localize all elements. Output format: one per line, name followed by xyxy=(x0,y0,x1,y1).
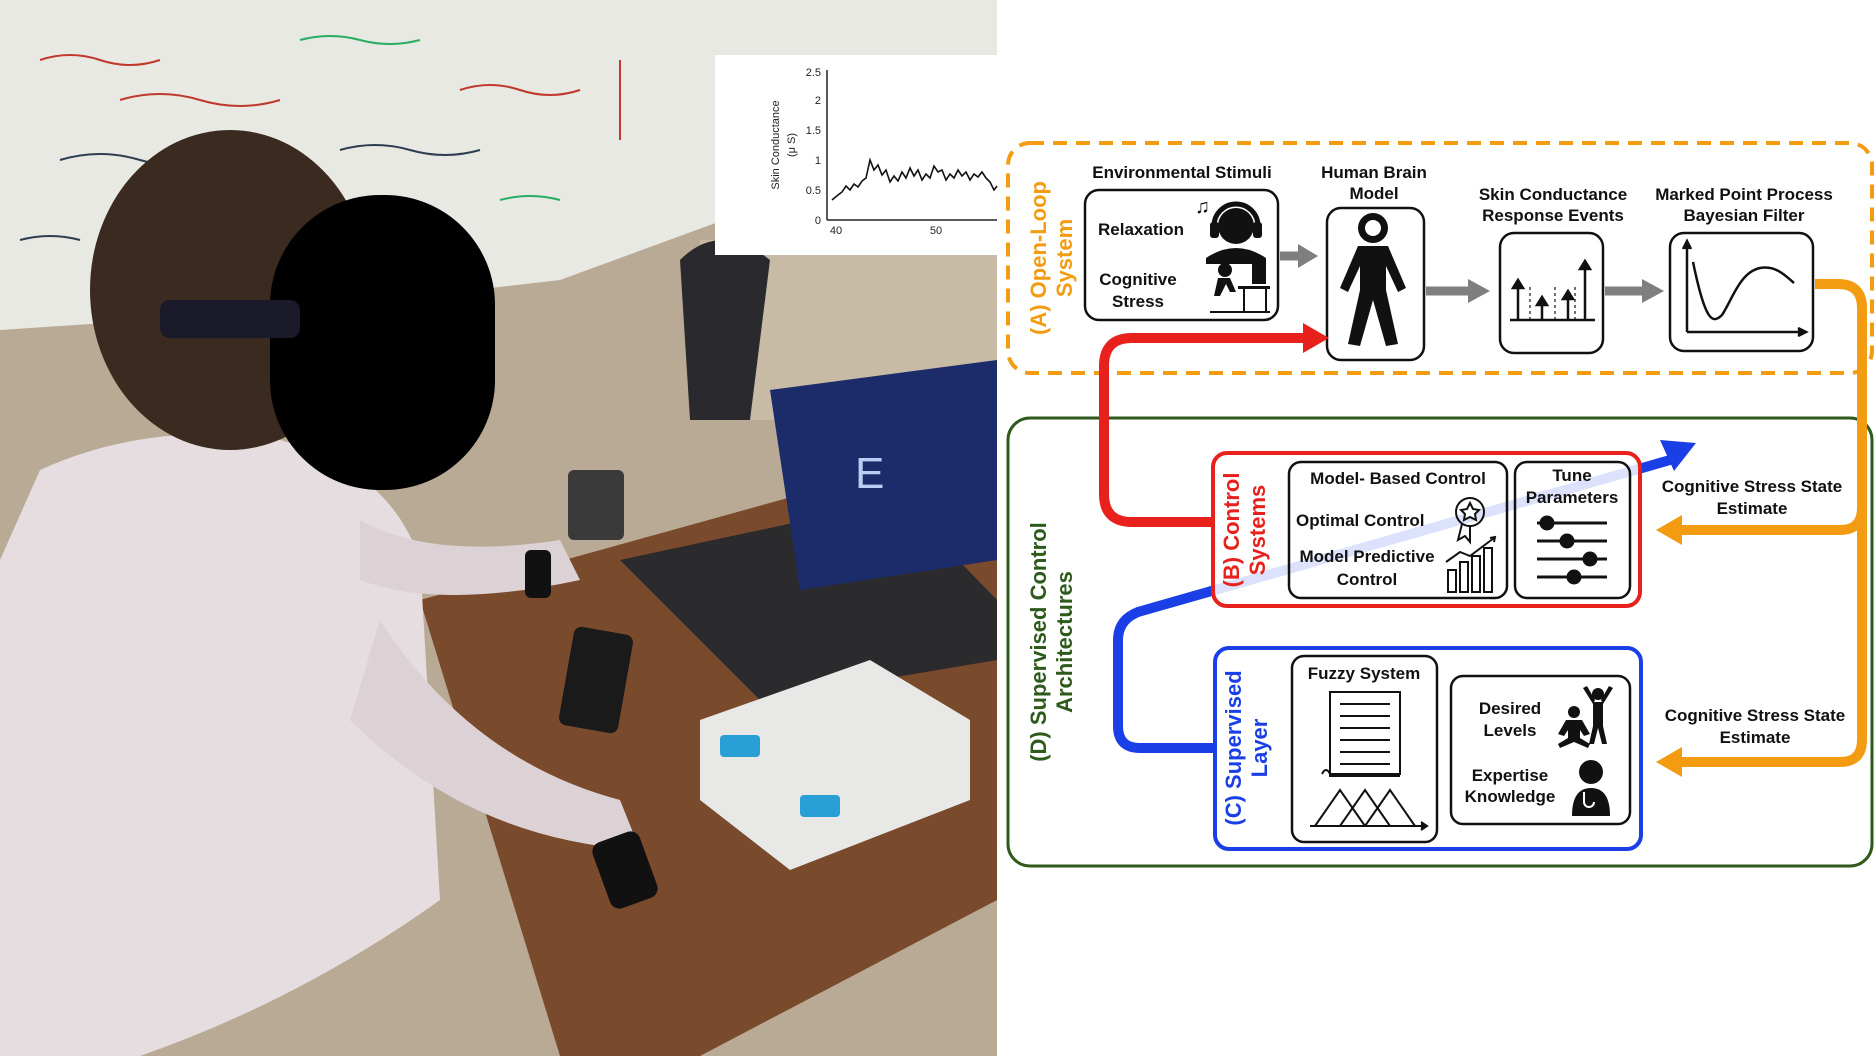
x-tick: 50 xyxy=(930,225,942,237)
control-systems-label-2: Systems xyxy=(1245,485,1270,576)
impulse-train-icon xyxy=(1510,258,1595,322)
response-pad xyxy=(700,660,970,870)
orange-arrowhead-control xyxy=(1656,515,1682,545)
sliders-icon xyxy=(1537,515,1607,585)
y-tick: 0.5 xyxy=(806,185,821,197)
skin-conductance-trace xyxy=(831,157,998,201)
supervised-layer-box xyxy=(1213,646,1643,851)
supervised-layer-label-2: Layer xyxy=(1247,718,1272,777)
tune-parameters-box xyxy=(1513,460,1632,600)
fuzzy-system-label: Fuzzy System xyxy=(1308,664,1420,683)
open-loop-container xyxy=(1006,141,1874,375)
orange-feedback-path xyxy=(1680,279,1867,767)
scr-events-box xyxy=(1498,231,1605,355)
model-based-control: Model- Based Control xyxy=(1310,469,1486,488)
x-tick: 40 xyxy=(830,225,842,237)
mpc-label-2: Control xyxy=(1337,570,1397,589)
env-stimuli-title: Environmental Stimuli xyxy=(1092,163,1271,182)
face-redaction xyxy=(270,195,495,490)
brain-model-title: Human Brain xyxy=(1321,163,1427,182)
y-tick: 2 xyxy=(815,95,821,107)
membership-functions-icon xyxy=(1310,788,1429,831)
open-loop-label-2: System xyxy=(1052,219,1077,297)
scr-events-title-2: Response Events xyxy=(1482,206,1624,225)
inset-ylabel: Skin Conductance xyxy=(770,100,782,189)
supervised-arch-label: (D) Supervised Control xyxy=(1026,522,1051,762)
supervised-arch-container xyxy=(1006,416,1874,868)
cognitive-label: Cognitive xyxy=(1099,270,1176,289)
meditation-celebration-icon xyxy=(1558,686,1613,748)
person-body xyxy=(0,434,440,1056)
y-tick: 1.5 xyxy=(806,125,821,137)
y-tick: 1 xyxy=(815,155,821,167)
mpp-filter-title: Marked Point Process xyxy=(1655,185,1833,204)
y-tick: 2.5 xyxy=(806,67,821,79)
headphones-person-icon: ♫ xyxy=(1195,196,1266,264)
fuzzy-system-box xyxy=(1290,654,1439,844)
open-loop-label: (A) Open-Loop xyxy=(1026,181,1051,335)
scr-events-title: Skin Conductance xyxy=(1479,185,1627,204)
eeg-headband xyxy=(160,300,300,338)
stress-estimate-control-2: Estimate xyxy=(1717,499,1788,518)
rules-scroll-icon xyxy=(1321,691,1401,777)
person-at-desk-icon xyxy=(1210,262,1270,313)
stress-estimate-control: Cognitive Stress State xyxy=(1662,477,1842,496)
inset-ylabel-unit: (μ S) xyxy=(786,133,798,157)
red-control-path xyxy=(1099,333,1305,527)
doctor-icon xyxy=(1572,760,1610,816)
supervised-layer-label: (C) Supervised xyxy=(1221,670,1246,825)
bar-growth-chart-icon xyxy=(1445,535,1497,593)
filter-curve-icon xyxy=(1681,238,1809,338)
skin-conductance-inset: 0 0.5 1 1.5 2 2.5 40 50 Skin Conductance… xyxy=(715,55,998,255)
y-tick: 0 xyxy=(815,215,821,227)
expertise-label: Expertise xyxy=(1472,766,1549,785)
open-loop-flow-arrows xyxy=(1280,244,1664,303)
knowledge-label: Knowledge xyxy=(1465,787,1556,806)
phone xyxy=(559,626,633,734)
orange-arrowhead-supervised xyxy=(1656,747,1682,777)
stress-label: Stress xyxy=(1112,292,1164,311)
wrist-device-right xyxy=(592,831,658,909)
supervised-arch-label-2: Architectures xyxy=(1052,571,1077,713)
architecture-diagram: (A) Open-Loop System (D) Supervised Cont… xyxy=(1006,141,1874,868)
control-systems-box xyxy=(1211,451,1642,608)
mug xyxy=(568,470,624,540)
mpc-label: Model Predictive xyxy=(1299,547,1434,566)
laptop-screen xyxy=(770,360,997,590)
blue-supervisory-path xyxy=(1113,455,1672,753)
svg-text:♫: ♫ xyxy=(1195,196,1210,218)
mpp-filter-title-2: Bayesian Filter xyxy=(1684,206,1805,225)
laptop-screen-letter: E xyxy=(855,449,884,498)
tune-label: Tune xyxy=(1552,466,1591,485)
desired-label: Desired xyxy=(1479,699,1541,718)
optimal-control: Optimal Control xyxy=(1296,511,1424,530)
person-arm xyxy=(350,620,640,850)
brain-model-title-2: Model xyxy=(1349,184,1398,203)
expert-input-box xyxy=(1449,674,1632,826)
stress-estimate-supervised-2: Estimate xyxy=(1720,728,1791,747)
relaxation-label: Relaxation xyxy=(1098,220,1184,239)
control-systems-label: (B) Control xyxy=(1219,473,1244,588)
award-ribbon-icon xyxy=(1455,497,1485,545)
blue-arrowhead xyxy=(1660,440,1696,471)
levels-label: Levels xyxy=(1484,721,1537,740)
control-methods-box xyxy=(1287,460,1509,600)
human-figure-icon xyxy=(1340,213,1406,346)
wrist-device-left xyxy=(525,550,551,598)
mpp-filter-box xyxy=(1668,231,1815,353)
parameters-label: Parameters xyxy=(1526,488,1619,507)
red-arrowhead xyxy=(1303,323,1329,353)
stress-estimate-supervised: Cognitive Stress State xyxy=(1665,706,1845,725)
